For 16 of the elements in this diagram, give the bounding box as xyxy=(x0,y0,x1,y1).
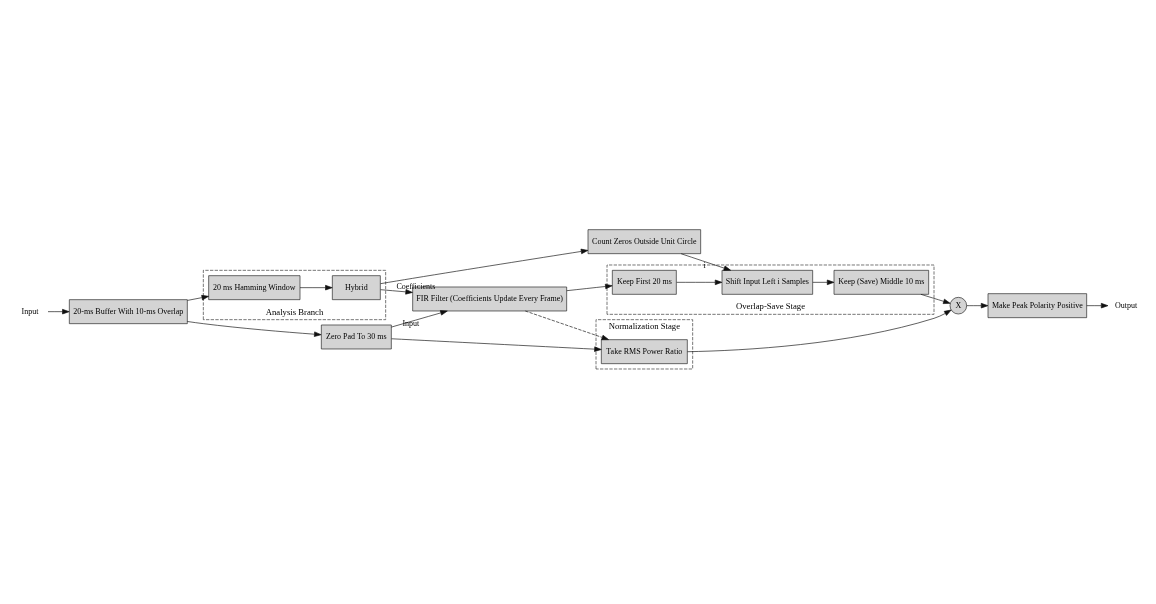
arrow xyxy=(1086,303,1109,309)
arrow xyxy=(47,309,70,315)
arrow xyxy=(920,294,951,304)
arrow xyxy=(380,248,589,284)
arrow xyxy=(525,310,609,340)
arrow xyxy=(391,310,448,328)
arrow xyxy=(391,338,602,352)
arrow xyxy=(187,294,209,301)
arrow xyxy=(676,279,723,285)
arrow xyxy=(812,279,835,285)
arrow xyxy=(566,283,613,292)
arrow xyxy=(966,303,989,309)
arrow xyxy=(187,321,322,337)
arrow xyxy=(687,309,952,353)
arrow xyxy=(380,289,413,295)
arrow xyxy=(299,285,333,291)
